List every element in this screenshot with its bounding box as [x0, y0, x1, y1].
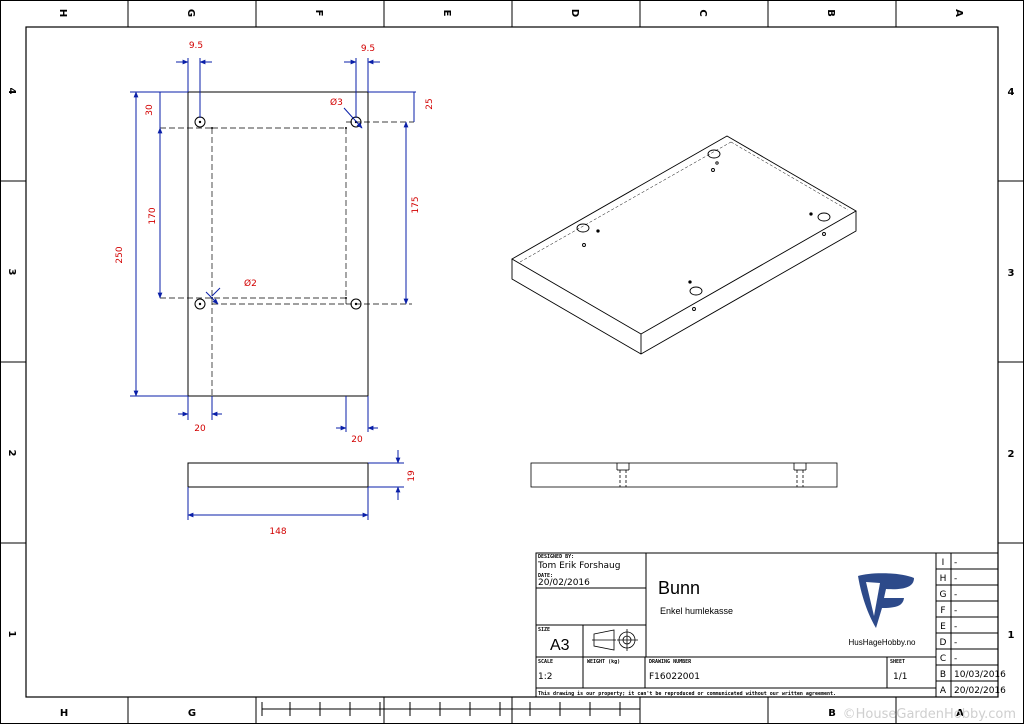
- dim-hole-large: Ø3: [330, 97, 343, 108]
- scale-value: 1:2: [538, 672, 552, 682]
- revision-letter: H: [940, 574, 947, 584]
- hole-bottom-right: [350, 298, 362, 310]
- zone-col-g-bottom: G: [188, 708, 196, 719]
- watermark: ©HouseGardenHobby.com: [842, 707, 1016, 722]
- dim-top-right-offset: 9.5: [361, 44, 375, 54]
- revision-value: -: [954, 590, 957, 600]
- zone-row-3-left: 3: [6, 269, 17, 276]
- dim-top-offset-left: 30: [145, 104, 155, 116]
- drawing-subtitle: Enkel humlekasse: [660, 606, 733, 616]
- top-view-dimensions: [130, 58, 416, 432]
- size-label: SIZE: [538, 627, 550, 633]
- revision-value: -: [954, 558, 957, 568]
- drawing-title: Bunn: [658, 578, 700, 598]
- revision-value: 10/03/2016: [954, 670, 1006, 680]
- dim-total-height: 250: [115, 246, 125, 263]
- designed-by: Tom Erik Forshaug: [537, 561, 620, 571]
- revision-letter: G: [940, 590, 947, 600]
- zone-row-2-left: 2: [6, 450, 17, 457]
- zone-col-b-bottom: B: [828, 708, 836, 719]
- revision-value: 20/02/2016: [954, 686, 1006, 696]
- date-label: DATE:: [538, 573, 553, 579]
- inner-frame: [25, 26, 999, 698]
- hushagehobby-logo-icon: [858, 573, 914, 628]
- designed-by-label: DESIGNED BY:: [538, 554, 574, 560]
- dim-hole-span-right: 175: [411, 196, 421, 213]
- revision-value: -: [954, 622, 957, 632]
- dim-thickness: 19: [407, 470, 417, 482]
- revision-letter: A: [940, 686, 947, 696]
- top-view: [160, 91, 414, 397]
- revision-letter: I: [942, 558, 945, 568]
- zone-row-2-right: 2: [1008, 449, 1015, 460]
- zone-col-h: H: [57, 9, 68, 17]
- revision-letter: E: [940, 622, 946, 632]
- zone-row-1-left: 1: [6, 631, 17, 638]
- dim-hole-span-left: 170: [148, 207, 158, 224]
- revision-table: I - H - G - F - E - D - C - B 10/03/2016…: [940, 558, 1007, 696]
- revision-value: -: [954, 654, 957, 664]
- zone-col-c: C: [697, 9, 708, 16]
- front-view: 19 148: [187, 450, 417, 537]
- revision-value: -: [954, 638, 957, 648]
- dim-width: 148: [269, 527, 286, 537]
- front-view-outline: [187, 462, 369, 488]
- zone-row-1-right: 1: [1008, 630, 1015, 641]
- revision-letter: C: [940, 654, 946, 664]
- hole-bottom-left: [194, 298, 206, 310]
- isometric-view: [511, 135, 857, 355]
- revision-letter: F: [940, 606, 945, 616]
- scale-label: SCALE: [538, 659, 553, 665]
- zone-col-b: B: [825, 9, 836, 17]
- date-value: 20/02/2016: [538, 578, 590, 588]
- drawing-number-label: DRAWING NUMBER: [649, 659, 692, 665]
- revision-letter: B: [940, 670, 946, 680]
- zone-col-h-bottom: H: [60, 708, 68, 719]
- zone-col-e: E: [441, 10, 452, 17]
- zone-col-a-bottom: A: [956, 708, 964, 719]
- drawing-number: F16022001: [649, 672, 700, 682]
- dim-bottom-left-offset: 20: [194, 424, 206, 434]
- revision-value: -: [954, 606, 957, 616]
- zone-row-3-right: 3: [1008, 268, 1015, 279]
- zone-col-a: A: [953, 9, 964, 17]
- paper-size: A3: [550, 637, 570, 654]
- zone-col-f: F: [313, 10, 324, 17]
- zone-labels-bottom: H G B A: [60, 708, 964, 719]
- zone-row-4-left: 4: [6, 88, 17, 95]
- weight-label: WEIGHT (kg): [587, 659, 620, 665]
- zone-col-g: G: [185, 9, 196, 17]
- zone-labels-rows: 4 3 2 1 4 3 2 1: [6, 87, 1015, 641]
- ownership-notice: This drawing is our property; it can't b…: [538, 691, 836, 697]
- zone-row-4-right: 4: [1008, 87, 1015, 98]
- side-view: [530, 462, 838, 488]
- sheet-label: SHEET: [890, 659, 905, 665]
- sheet-value: 1/1: [893, 672, 907, 682]
- zone-labels-top: H G F E D C B A: [57, 9, 964, 17]
- logo-text: HusHageHobby.no: [848, 638, 916, 647]
- projection-symbol-icon: [592, 629, 638, 651]
- top-view-outline: [187, 91, 369, 397]
- title-block: [535, 552, 999, 698]
- dim-top-offset-right: 25: [425, 98, 435, 109]
- zone-col-d: D: [569, 9, 580, 17]
- dim-top-left-offset: 9.5: [189, 41, 203, 51]
- revision-letter: D: [940, 638, 947, 648]
- dim-hole-small: Ø2: [244, 278, 257, 289]
- dim-bottom-right-offset: 20: [351, 435, 363, 445]
- revision-value: -: [954, 574, 957, 584]
